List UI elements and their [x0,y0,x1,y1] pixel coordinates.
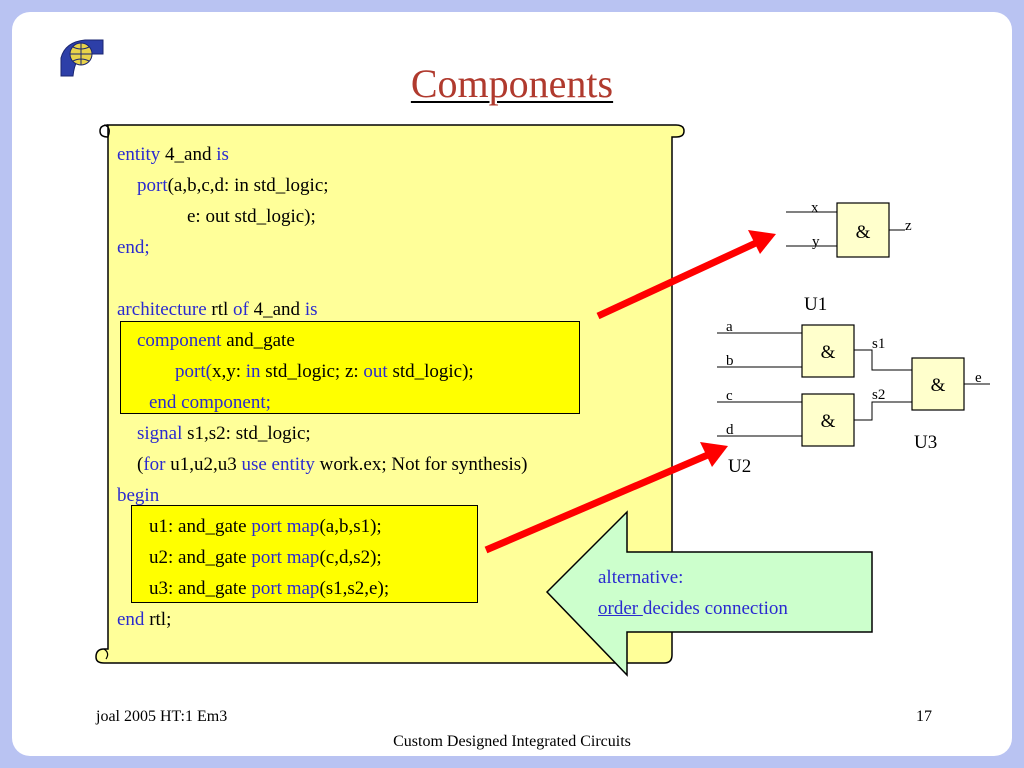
code-line-4: end; [117,237,150,258]
gate-u2-top [801,324,855,378]
portmap-highlight [131,505,478,603]
code-line-5: architecture rtl of 4_and is [117,299,318,320]
svg-text:&: & [821,411,836,432]
slide-title: Components [410,61,614,106]
red-arrows [484,230,776,554]
code-line-1: entity 4_and is [117,144,229,165]
svg-text:s2: s2 [872,387,885,403]
footer-center: Custom Designed Integrated Circuits [393,733,631,750]
label-u1: U1 [804,294,827,315]
code-line-9: signal s1,s2: std_logic; [137,423,311,444]
code-line-10: (for u1,u2,u3 use entity work.ex; Not fo… [137,454,528,475]
gate-u1 [836,202,890,258]
code-line-11: begin [117,485,160,506]
arrow-to-u1 [596,238,760,320]
svg-text:b: b [726,353,734,369]
code-line-14: u3: and_gate port map(s1,s2,e); [149,578,390,599]
svg-text:c: c [726,388,733,404]
svg-text:a: a [726,319,733,335]
arrow-to-u2 [484,450,712,554]
svg-text:y: y [812,234,820,250]
svg-text:x: x [811,200,819,216]
code-line-3: e: out std_logic); [187,206,316,227]
label-u3: U3 [914,432,937,453]
svg-text:&: & [856,222,871,243]
svg-text:&: & [931,375,946,396]
code-line-7: port(x,y: in std_logic; z: out std_logic… [175,361,474,382]
logo-icon [60,39,104,77]
code-line-12: u1: and_gate port map(a,b,s1); [149,516,382,537]
svg-text:e: e [975,370,982,386]
footer-left: joal 2005 HT:1 Em3 [96,708,228,725]
callout-arrow [545,510,873,677]
svg-text:s1: s1 [872,336,885,352]
gate-u2-bottom [801,393,855,447]
gate-u3 [911,357,965,411]
svg-text:z: z [905,218,912,234]
label-u2: U2 [728,456,751,477]
svg-text:&: & [821,342,836,363]
code-line-6: component and_gate [137,330,295,351]
code-line-15: end rtl; [117,609,172,630]
code-line-8: end component; [149,392,271,413]
svg-text:d: d [726,422,734,438]
circuit-diagram: & x y z U1 a b c d & & s1 s2 & e U3 U2 [717,200,990,477]
page-number: 17 [916,708,932,725]
code-line-13: u2: and_gate port map(c,d,s2); [149,547,382,568]
code-line-2: port(a,b,c,d: in std_logic; [137,175,329,196]
callout-text: alternative: order decides connection [598,567,788,619]
component-highlight [120,321,580,414]
